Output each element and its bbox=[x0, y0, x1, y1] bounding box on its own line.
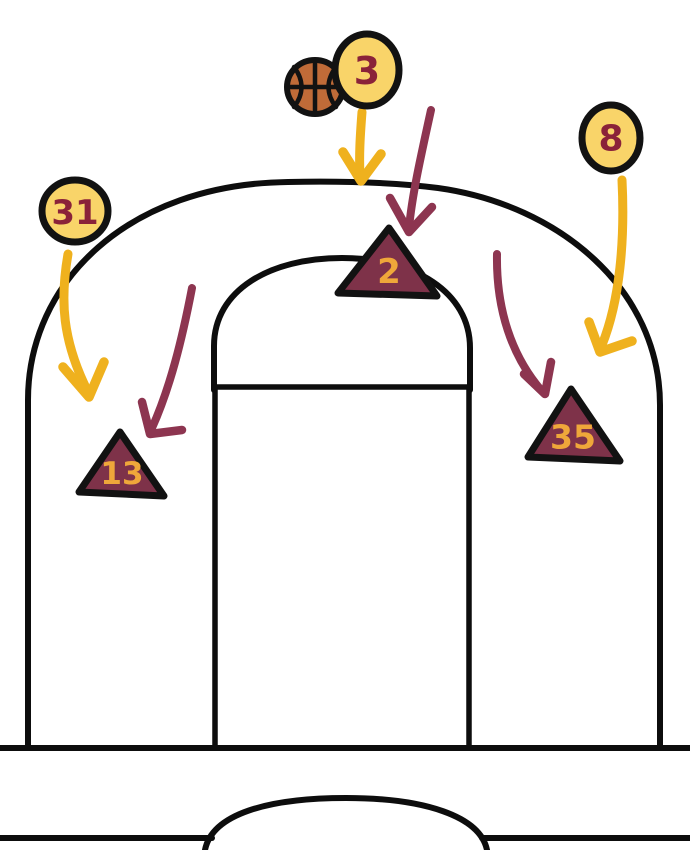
arrow-to-2-head bbox=[385, 193, 437, 237]
defense-player-2-triangle bbox=[334, 224, 441, 300]
movement-arrows bbox=[58, 107, 637, 402]
defensive-arrows bbox=[137, 106, 556, 439]
offense-player-3-circle bbox=[331, 30, 403, 110]
offense-player-3-label: 3 bbox=[354, 49, 380, 93]
basketball-seam-left bbox=[291, 64, 304, 110]
defense-player-35[interactable]: 35 bbox=[524, 385, 624, 465]
defense-markers: 2 13 35 bbox=[75, 224, 624, 500]
free-throw-circle bbox=[211, 255, 473, 393]
arrow-to-2 bbox=[405, 106, 435, 232]
arrow-from-3 bbox=[355, 107, 367, 181]
arrow-to-13 bbox=[148, 284, 196, 432]
offense-player-31-circle bbox=[38, 176, 112, 246]
arrow-from-31 bbox=[59, 249, 93, 397]
offense-player-8-circle bbox=[578, 101, 644, 175]
offense-player-8[interactable]: 8 bbox=[578, 101, 644, 175]
arrow-to-35 bbox=[492, 250, 545, 394]
arrow-from-31-head bbox=[58, 357, 109, 402]
offense-player-3[interactable]: 3 bbox=[331, 30, 403, 110]
arrow-from-3-head bbox=[338, 147, 386, 186]
center-circle-arc bbox=[202, 795, 490, 850]
arrow-to-13-head bbox=[137, 397, 187, 439]
offense-player-31-label: 31 bbox=[51, 193, 98, 233]
arrow-from-8-head bbox=[584, 317, 637, 357]
offense-markers: 31 3 8 bbox=[38, 30, 644, 246]
defense-player-35-triangle bbox=[524, 385, 624, 465]
arrow-from-8 bbox=[597, 175, 628, 350]
defense-player-2-label: 2 bbox=[377, 252, 401, 292]
offense-player-31[interactable]: 31 bbox=[38, 176, 112, 246]
defense-player-2[interactable]: 2 bbox=[334, 224, 441, 300]
offense-player-8-label: 8 bbox=[598, 119, 623, 160]
defense-player-35-label: 35 bbox=[550, 418, 596, 457]
defense-player-13-triangle bbox=[75, 428, 168, 500]
arrow-to-35-head bbox=[519, 357, 556, 399]
defense-player-13[interactable]: 13 bbox=[75, 428, 168, 500]
defense-player-13-label: 13 bbox=[100, 456, 143, 492]
